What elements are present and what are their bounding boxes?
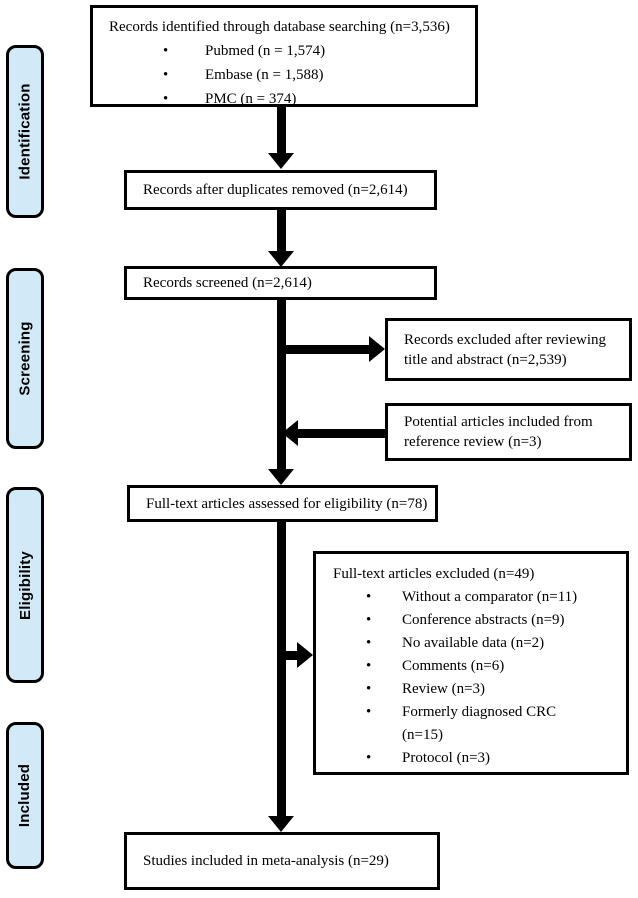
box-excluded-title-abstract: Records excluded after reviewing title a… <box>385 318 632 381</box>
list-item: PMC (n = 374) <box>93 87 475 111</box>
list-item: Embase (n = 1,588) <box>93 63 475 87</box>
studies-included-text: Studies included in meta-analysis (n=29) <box>143 853 389 869</box>
stage-eligibility: Eligibility <box>6 487 44 683</box>
arrow-shaft <box>281 345 370 354</box>
stage-included-label: Included <box>16 763 34 828</box>
stage-eligibility-label: Eligibility <box>16 550 34 620</box>
fulltext-assessed-text: Full-text articles assessed for eligibil… <box>146 495 428 512</box>
arrow-head-down-icon <box>268 251 294 267</box>
stage-screening-label: Screening <box>16 321 34 396</box>
duplicates-removed-text: Records after duplicates removed (n=2,61… <box>143 182 408 198</box>
excluded-title-abstract-text: Records excluded after reviewing title a… <box>404 331 606 368</box>
box-records-screened: Records screened (n=2,614) <box>124 266 437 300</box>
fulltext-excluded-reasons: Without a comparator (n=11) Conference a… <box>316 586 626 770</box>
stage-identification-label: Identification <box>16 83 34 180</box>
stage-screening: Screening <box>6 268 44 449</box>
arrow-head-right-icon <box>369 336 385 362</box>
list-item: Comments (n=6) <box>316 655 611 678</box>
arrow-shaft <box>277 210 286 252</box>
records-identified-title: Records identified through database sear… <box>109 19 450 35</box>
arrow-head-left-icon <box>282 420 298 446</box>
box-fulltext-excluded: Full-text articles excluded (n=49) Witho… <box>313 551 629 775</box>
arrow-shaft <box>277 522 286 817</box>
arrow-head-down-icon <box>268 816 294 832</box>
arrow-head-right-icon <box>297 642 313 668</box>
arrow-head-down-icon <box>268 469 294 485</box>
box-reference-review: Potential articles included from referen… <box>385 403 632 461</box>
list-item: Protocol (n=3) <box>316 747 611 770</box>
arrow-shaft <box>277 107 286 154</box>
list-item: Without a comparator (n=11) <box>316 586 611 609</box>
arrow-shaft <box>281 651 299 660</box>
records-screened-text: Records screened (n=2,614) <box>143 275 312 291</box>
arrow-shaft <box>297 429 386 438</box>
stage-identification: Identification <box>6 45 44 218</box>
reference-review-text: Potential articles included from referen… <box>404 414 593 450</box>
arrow-shaft <box>277 300 286 470</box>
arrow-head-down-icon <box>268 153 294 169</box>
fulltext-excluded-title: Full-text articles excluded (n=49) <box>333 566 535 582</box>
list-item: Conference abstracts (n=9) <box>316 609 611 632</box>
list-item: No available data (n=2) <box>316 632 611 655</box>
list-item: Review (n=3) <box>316 678 611 701</box>
box-records-identified: Records identified through database sear… <box>90 5 478 111</box>
box-fulltext-assessed: Full-text articles assessed for eligibil… <box>127 485 438 522</box>
box-studies-included: Studies included in meta-analysis (n=29) <box>124 832 440 890</box>
stage-included: Included <box>6 722 44 869</box>
list-item: Pubmed (n = 1,574) <box>93 39 475 63</box>
records-identified-sources: Pubmed (n = 1,574) Embase (n = 1,588) PM… <box>93 39 475 111</box>
list-item: Formerly diagnosed CRC (n=15) <box>316 701 586 747</box>
box-duplicates-removed: Records after duplicates removed (n=2,61… <box>124 170 437 210</box>
